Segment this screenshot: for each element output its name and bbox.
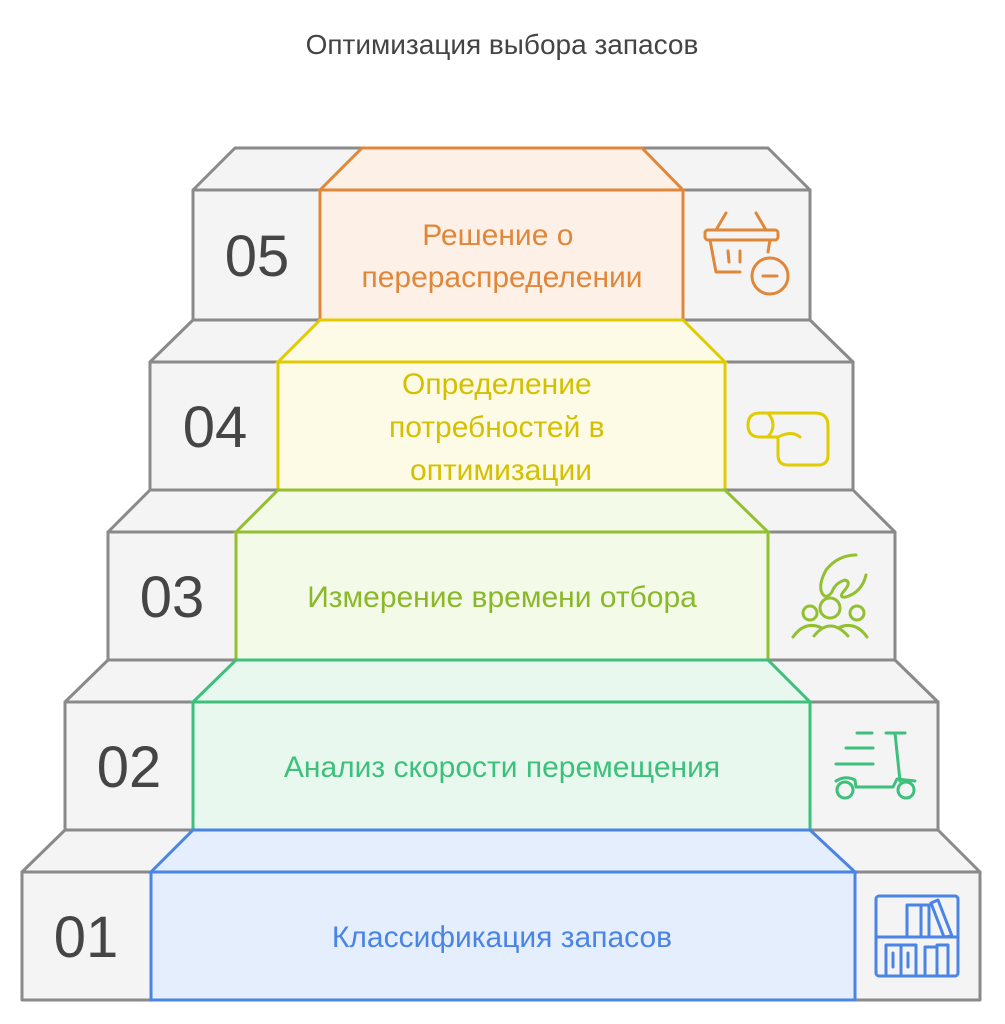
step-5: 05 Решение о перераспределении — [191, 146, 812, 322]
step-4-color-top — [274, 318, 729, 364]
step-5-number: 05 — [225, 224, 290, 289]
step-4-number: 04 — [183, 395, 248, 460]
step-2-color-top — [189, 658, 814, 704]
step-3-number: 03 — [140, 565, 205, 630]
step-3: 03 Измерение времени отбора — [106, 488, 897, 662]
step-2-number: 02 — [97, 735, 162, 800]
step-2-color-front — [191, 700, 812, 832]
bookshelf-icon — [874, 894, 960, 978]
step-5-color-top — [316, 146, 687, 192]
scooter-icon — [834, 731, 917, 800]
step-2: 02 Анализ скорости перемещения — [63, 658, 940, 832]
team-hand-icon — [791, 553, 869, 639]
step-5-label: Решение о перераспределении — [361, 219, 642, 294]
step-1-color-top — [147, 828, 859, 874]
step-1-label: Классификация запасов — [332, 921, 672, 954]
step-3-label: Измерение времени отбора — [307, 581, 697, 614]
step-4: 04 Определение потребностей в оптимизаци… — [148, 318, 855, 492]
step-4-label: Определение потребностей в оптимизации — [389, 368, 613, 487]
step-1-color-front — [149, 870, 857, 1002]
step-1: 01 Классификация запасов — [20, 828, 982, 1002]
step-3-color-top — [232, 488, 772, 534]
diagram-title: Оптимизация выбора запасов — [306, 29, 699, 60]
step-3-color-front — [234, 530, 770, 662]
step-4-color-front — [276, 360, 727, 492]
step-1-number: 01 — [54, 905, 119, 970]
step-5-color-front — [318, 188, 685, 322]
step-2-label: Анализ скорости перемещения — [284, 751, 720, 784]
pipe-icon — [746, 411, 830, 467]
basket-minus-icon — [703, 211, 790, 296]
